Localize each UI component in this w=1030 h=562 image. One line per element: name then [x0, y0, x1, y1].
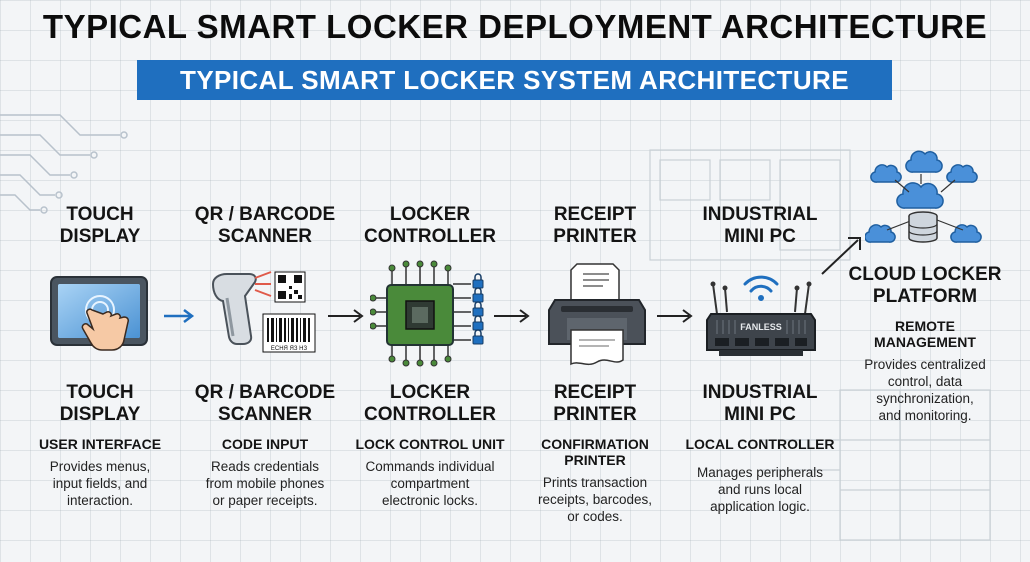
component-description: Manages peripherals and runs local appli… — [680, 464, 840, 515]
receipt-printer-icon — [548, 263, 646, 366]
top-name-line: MINI PC — [724, 226, 796, 247]
description-line: from mobile phones — [205, 476, 325, 491]
component-top-name: RECEIPT PRINTER — [515, 204, 675, 248]
description-line: Manages peripherals — [696, 465, 824, 480]
name-line: SCANNER — [218, 404, 312, 425]
component-industrial-mini-pc: INDUSTRIAL MINI PC FANLESS INDUSTRIAL MI… — [680, 200, 840, 530]
component-name: CLOUD LOCKER PLATFORM — [845, 264, 1005, 308]
description-line: Commands individual — [365, 459, 495, 474]
description-line: and runs local — [717, 482, 803, 497]
fanless-label: FANLESS — [740, 322, 782, 332]
top-name-line: INDUSTRIAL — [702, 204, 818, 225]
component-description: Commands individual compartment electron… — [350, 458, 510, 509]
arrow-printer-to-mini-pc — [657, 309, 693, 323]
role-line: MANAGEMENT — [874, 334, 976, 350]
description-line: and monitoring. — [878, 408, 972, 423]
description-line: electronic locks. — [381, 493, 479, 508]
controller-chip-icon — [370, 260, 484, 367]
description-line: compartment — [390, 476, 470, 491]
arrow-controller-to-printer — [494, 309, 530, 323]
component-top-name: INDUSTRIAL MINI PC — [680, 204, 840, 248]
role-line: REMOTE — [895, 318, 955, 334]
name-line: CONTROLLER — [364, 404, 496, 425]
name-line: MINI PC — [724, 404, 796, 425]
arrow-display-to-scanner — [164, 309, 195, 323]
description-line: synchronization, — [876, 391, 974, 406]
top-name-line: QR / BARCODE — [194, 204, 336, 225]
component-role: USER INTERFACE — [38, 436, 162, 452]
component-name: TOUCH DISPLAY — [20, 382, 180, 426]
description-line: application logic. — [710, 499, 810, 514]
description-line: Provides centralized — [864, 357, 986, 372]
top-name-line: RECEIPT — [553, 204, 637, 225]
name-line: PLATFORM — [872, 286, 978, 307]
arrow-mini-pc-to-cloud — [821, 237, 861, 275]
component-name: QR / BARCODE SCANNER — [185, 382, 345, 426]
name-line: TOUCH — [66, 382, 134, 403]
top-name-line: CONTROLLER — [364, 226, 496, 247]
component-receipt-printer: RECEIPT PRINTER RECEIPT PRINTER CONFIRMA… — [515, 200, 675, 530]
name-line: RECEIPT — [553, 382, 637, 403]
component-touch-display: TOUCH DISPLAY TOUCH DISPLAY USER INTERFA… — [20, 200, 180, 530]
cloud-database-icon — [865, 150, 982, 243]
description-line: Reads credentials — [210, 459, 320, 474]
mini-pc-icon: FANLESS — [706, 275, 816, 356]
component-name: LOCKER CONTROLLER — [350, 382, 510, 426]
name-line: PRINTER — [553, 404, 637, 425]
component-cloud-platform: CLOUD LOCKER PLATFORM REMOTE MANAGEMENT … — [845, 140, 1005, 440]
component-locker-controller: LOCKER CONTROLLER LOCKER CONTROLLER LOCK… — [350, 200, 510, 530]
component-description: Provides centralized control, data synch… — [845, 356, 1005, 424]
description-line: interaction. — [66, 493, 134, 508]
name-line: QR / BARCODE — [194, 382, 336, 403]
name-line: INDUSTRIAL — [702, 382, 818, 403]
component-description: Reads credentials from mobile phones or … — [185, 458, 345, 509]
name-line: LOCKER — [389, 382, 471, 403]
component-name: INDUSTRIAL MINI PC — [680, 382, 840, 426]
page-title: TYPICAL SMART LOCKER DEPLOYMENT ARCHITEC… — [42, 8, 988, 45]
component-top-name: TOUCH DISPLAY — [20, 204, 180, 248]
component-description: Prints transaction receipts, barcodes, o… — [515, 474, 675, 525]
component-role: CODE INPUT — [221, 436, 309, 452]
top-name-line: DISPLAY — [59, 226, 141, 247]
description-line: Provides menus, — [49, 459, 151, 474]
component-role: CONFIRMATION PRINTER — [515, 436, 675, 468]
description-line: receipts, barcodes, — [537, 492, 653, 507]
locker-sketch-decoration — [649, 149, 991, 541]
barcode-scanner-icon: ЕСНЯ ЯЗ НЗ — [211, 271, 316, 353]
name-line: DISPLAY — [59, 404, 141, 425]
component-top-name: LOCKER CONTROLLER — [350, 204, 510, 248]
component-top-name: QR / BARCODE SCANNER — [185, 204, 345, 248]
description-line: input fields, and — [52, 476, 148, 491]
component-barcode-scanner: QR / BARCODE SCANNER ЕСНЯ ЯЗ НЗ QR / BAR… — [185, 200, 345, 530]
name-line: CLOUD LOCKER — [848, 264, 1002, 285]
top-name-line: TOUCH — [66, 204, 134, 225]
top-name-line: SCANNER — [218, 226, 312, 247]
top-name-line: LOCKER — [389, 204, 471, 225]
component-description: Provides menus, input fields, and intera… — [20, 458, 180, 509]
touchscreen-icon — [50, 276, 148, 351]
top-name-line: PRINTER — [553, 226, 637, 247]
description-line: or paper receipts. — [212, 493, 318, 508]
circuit-traces-decoration — [0, 114, 128, 214]
component-name: RECEIPT PRINTER — [515, 382, 675, 426]
role-line: CONFIRMATION — [541, 436, 649, 452]
arrow-scanner-to-controller — [328, 309, 364, 323]
description-line: Prints transaction — [542, 475, 648, 490]
component-role: LOCAL CONTROLLER — [685, 436, 835, 452]
page-subtitle: TYPICAL SMART LOCKER SYSTEM ARCHITECTURE — [137, 60, 892, 100]
description-line: control, data — [887, 374, 963, 389]
description-line: or codes. — [567, 509, 623, 524]
barcode-caption: ЕСНЯ ЯЗ НЗ — [271, 346, 308, 352]
component-role: REMOTE MANAGEMENT — [845, 318, 1005, 350]
role-line: PRINTER — [564, 452, 626, 468]
component-role: LOCK CONTROL UNIT — [355, 436, 505, 452]
